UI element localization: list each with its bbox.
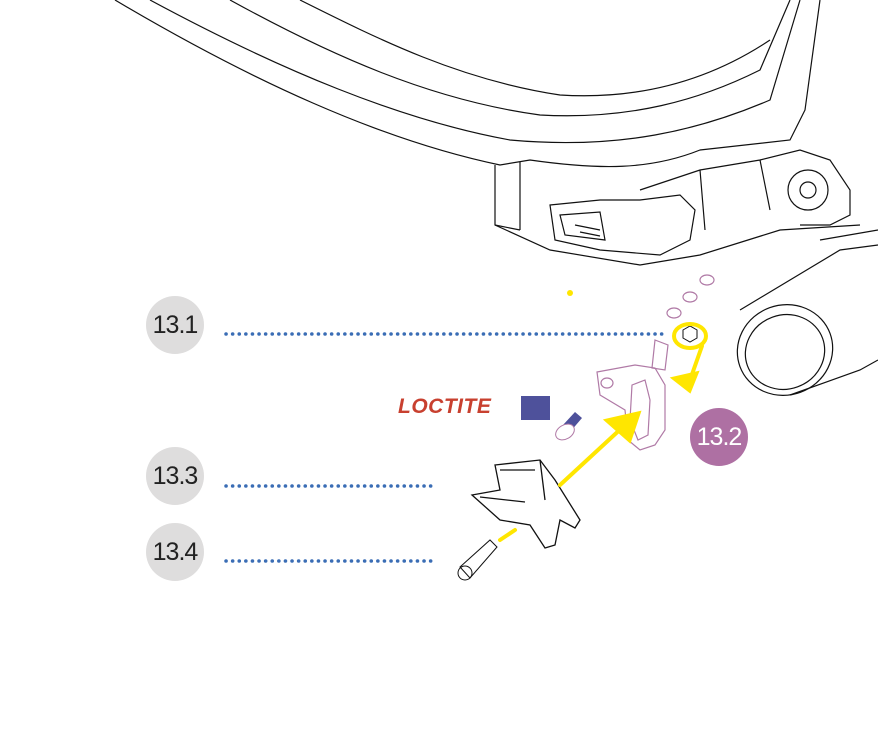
- callout-13-4: 13.4: [146, 523, 204, 581]
- dot-marker: [567, 290, 573, 296]
- callout-13-1: 13.1: [146, 296, 204, 354]
- callout-13-2: 13.2: [690, 408, 748, 466]
- guide-part: [470, 459, 581, 549]
- loctite-color-swatch: [521, 396, 550, 420]
- leader-lines: [224, 332, 670, 563]
- bike-frame: [114, 0, 878, 396]
- loctite-logo: LOCTITE: [398, 395, 492, 418]
- callout-13-3: 13.3: [146, 447, 204, 505]
- bolt-part: [457, 539, 498, 581]
- assembly-arrows: [498, 322, 708, 542]
- screw-part: [555, 412, 582, 441]
- washers: [666, 274, 715, 319]
- nut: [682, 325, 698, 343]
